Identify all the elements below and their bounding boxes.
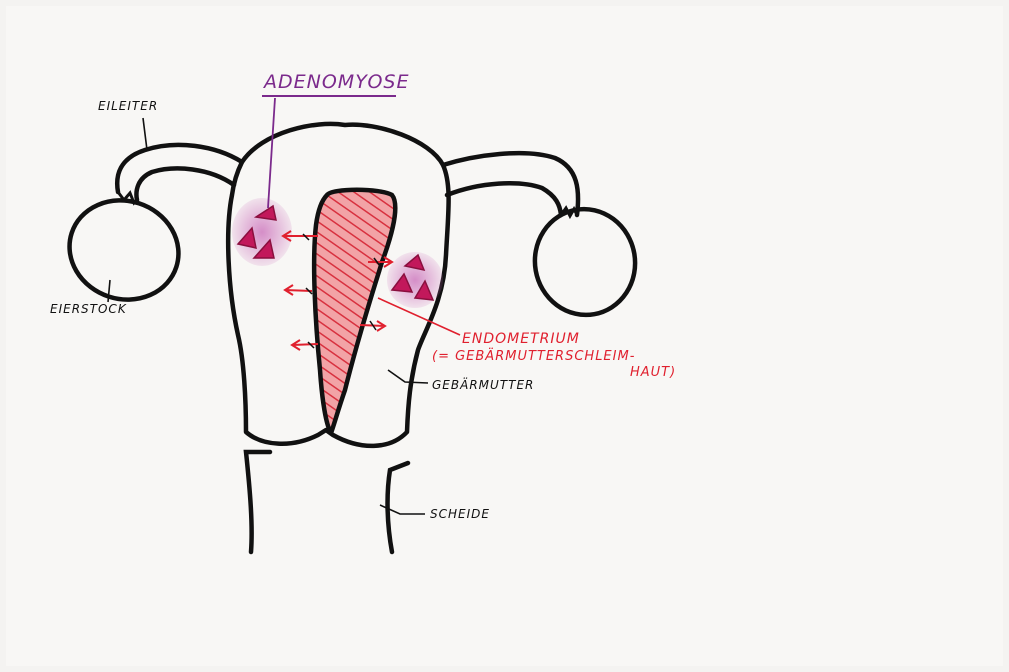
label-eierstock: EIERSTOCK: [50, 302, 127, 316]
label-endometrium-note-end: HAUT): [630, 365, 676, 380]
ovary-left: [57, 186, 192, 313]
endometrium-cavity: [314, 190, 395, 433]
label-pointers: [108, 118, 428, 514]
adenomyose-pointer: [268, 98, 275, 208]
title-adenomyose: ADENOMYOSE: [262, 71, 410, 93]
label-scheide: SCHEIDE: [430, 507, 490, 521]
label-endometrium-note: (= GEBÄRMUTTERSCHLEIM-: [432, 348, 635, 364]
label-gebaermutter: GEBÄRMUTTER: [432, 377, 534, 392]
label-endometrium: ENDOMETRIUM: [462, 331, 580, 347]
vagina-outline: [246, 452, 408, 552]
label-eileiter: EILEITER: [98, 99, 158, 113]
ovary-right: [527, 201, 644, 323]
fallopian-tube-left: [117, 145, 242, 200]
fallopian-tube-right: [443, 153, 578, 215]
